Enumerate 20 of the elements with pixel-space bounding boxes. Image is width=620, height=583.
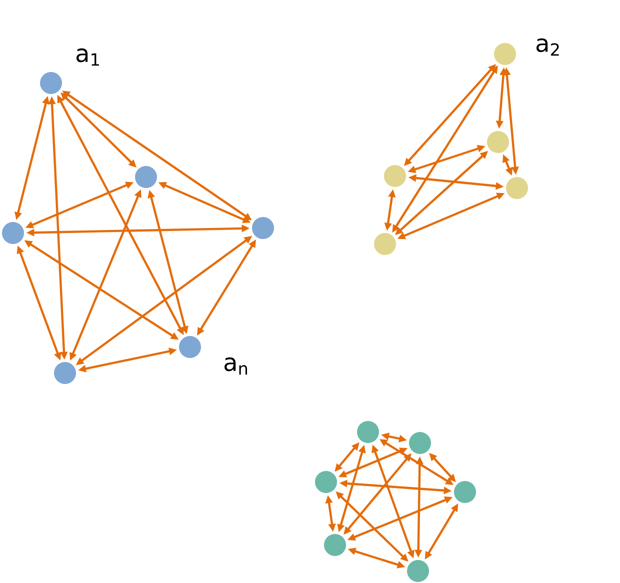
graph-node: [384, 165, 406, 187]
graph-node: [135, 166, 157, 188]
graph-node: [409, 432, 431, 454]
graph-node: [407, 560, 429, 582]
graph-node: [40, 72, 62, 94]
node-label: a$_{n}$: [224, 357, 247, 375]
node-label: a$_{2}$: [536, 38, 559, 56]
graph-node: [487, 131, 509, 153]
graph-node: [357, 421, 379, 443]
graph-node: [315, 471, 337, 493]
graph-node: [454, 481, 476, 503]
graph-node: [324, 534, 346, 556]
node-label: a$_{1}$: [76, 48, 99, 66]
graph-node: [252, 217, 274, 239]
graph-node: [2, 222, 24, 244]
graph-node: [506, 177, 528, 199]
graph-node: [494, 43, 516, 65]
graph-node: [374, 233, 396, 255]
graph-node: [179, 336, 201, 358]
graph-node: [54, 362, 76, 384]
